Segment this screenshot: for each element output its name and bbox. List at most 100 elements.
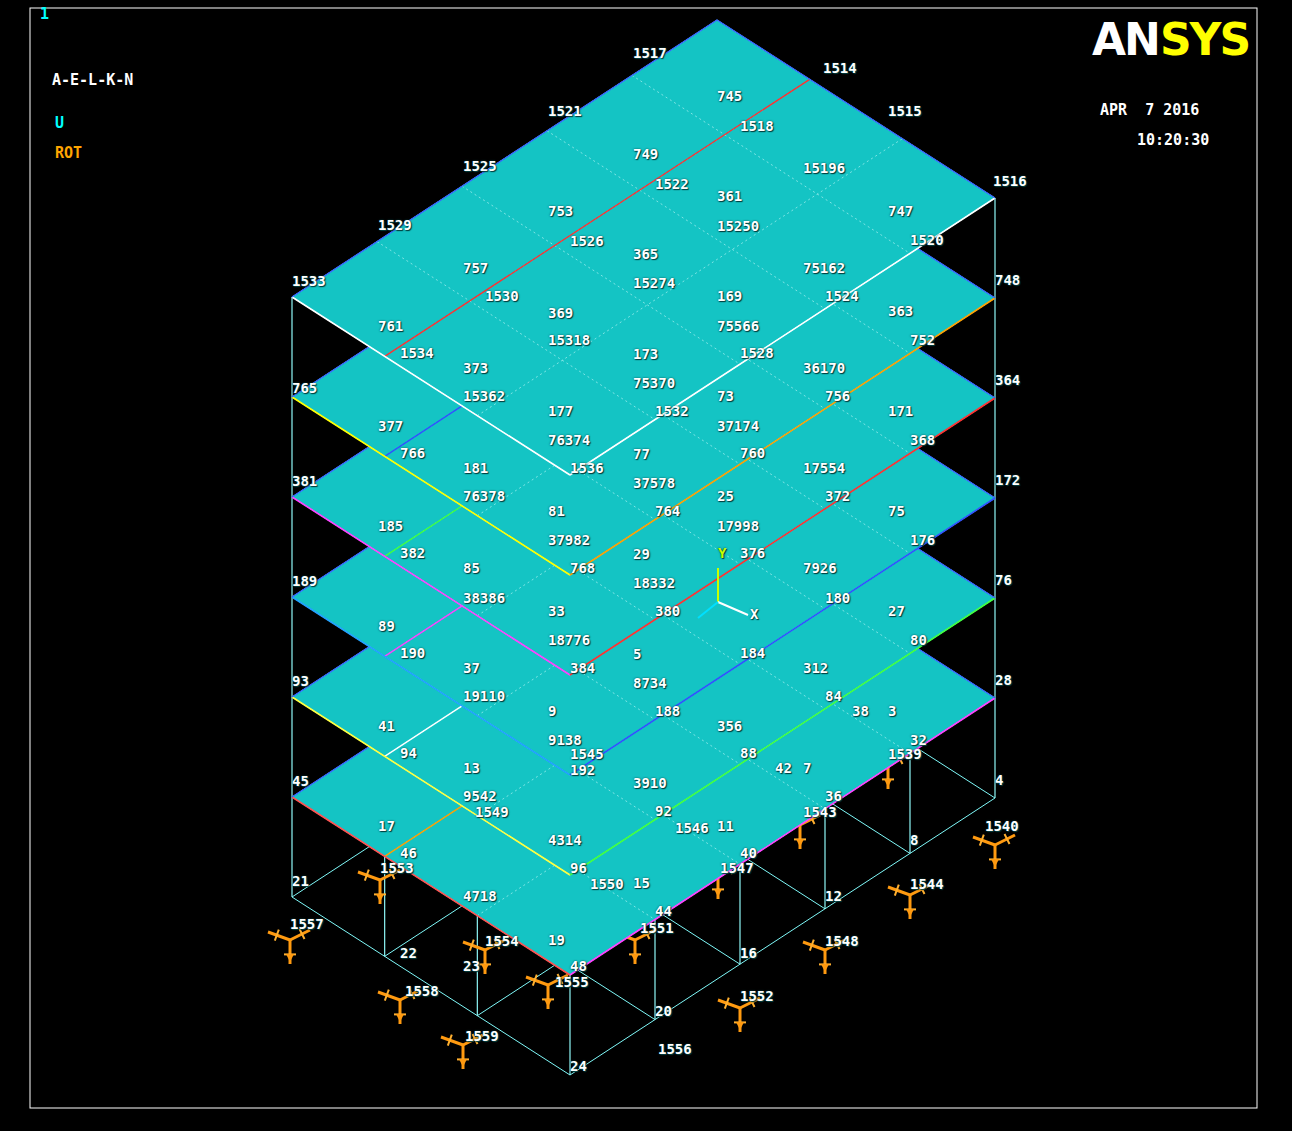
support-tick (385, 990, 389, 1001)
node-number: 1514 (823, 60, 857, 76)
node-number: 1533 (292, 273, 326, 289)
node-number: 38386 (463, 590, 505, 606)
node-number: 757 (463, 260, 488, 276)
support-head (459, 1059, 467, 1067)
node-number: 33 (548, 603, 565, 619)
node-number: 312 (803, 660, 828, 676)
node-number: 189 (292, 573, 317, 589)
node-number: 11 (717, 818, 734, 834)
header-text: A-E-L-K-N (52, 72, 133, 88)
node-number: 1525 (463, 158, 497, 174)
node-number: 1517 (633, 45, 667, 61)
node-number: 176 (910, 532, 935, 548)
node-number: 185 (378, 518, 403, 534)
support-head (906, 909, 914, 917)
node-number: 1548 (825, 933, 859, 949)
support-tick (448, 1035, 452, 1046)
node-number: 32 (910, 732, 927, 748)
node-number: 76 (995, 572, 1012, 588)
support-arm (358, 872, 380, 880)
support-head (991, 859, 999, 867)
node-number: 24 (570, 1058, 587, 1074)
software-logo: AN (1092, 16, 1159, 64)
support-head (821, 964, 829, 972)
node-number: 7 (803, 760, 811, 776)
node-number: 37 (463, 660, 480, 676)
node-number: 15362 (463, 388, 505, 404)
node-number: 23 (463, 958, 480, 974)
support-head (631, 954, 639, 962)
node-number: 94 (400, 745, 417, 761)
node-number: 19 (548, 932, 565, 948)
node-number: 764 (655, 503, 680, 519)
node-number: 7926 (803, 560, 837, 576)
slab-edge (292, 297, 570, 475)
node-number: 3910 (633, 775, 667, 791)
node-number: 768 (570, 560, 595, 576)
node-number: 192 (570, 762, 595, 778)
support-tick (980, 835, 984, 846)
node-number: 760 (740, 445, 765, 461)
support-tick (810, 940, 814, 951)
node-number: 1520 (910, 232, 944, 248)
node-number: 1515 (888, 103, 922, 119)
support-head (796, 839, 804, 847)
node-number: 1545 (570, 746, 604, 762)
node-number: 1544 (910, 876, 944, 892)
support-head (884, 779, 892, 787)
node-number: 81 (548, 503, 565, 519)
node-number: 188 (655, 703, 680, 719)
node-number: 45 (292, 773, 309, 789)
node-number: 1549 (475, 804, 509, 820)
header-text: ROT (55, 145, 82, 161)
node-number: 173 (633, 346, 658, 362)
support-head (376, 894, 384, 902)
node-number: 1526 (570, 233, 604, 249)
node-number: 372 (825, 488, 850, 504)
node-number: 46 (400, 845, 417, 861)
axis-z (698, 602, 718, 618)
node-number: 1516 (993, 173, 1027, 189)
node-number: 18776 (548, 632, 590, 648)
node-number: 15250 (717, 218, 759, 234)
node-number: 93 (292, 673, 309, 689)
node-number: 1546 (675, 820, 709, 836)
axis-x (718, 602, 748, 615)
node-number: 753 (548, 203, 573, 219)
node-number: 75 (888, 503, 905, 519)
node-number: 365 (633, 246, 658, 262)
node-number: 1558 (405, 983, 439, 999)
support-symbol (973, 834, 1015, 869)
node-number: 171 (888, 403, 913, 419)
node-number: 75566 (717, 318, 759, 334)
node-number: 17554 (803, 460, 845, 476)
node-number: 15318 (548, 332, 590, 348)
node-number: 17998 (717, 518, 759, 534)
node-number: 1536 (570, 460, 604, 476)
node-number: 749 (633, 146, 658, 162)
node-number: 1528 (740, 345, 774, 361)
support-arm (718, 1000, 740, 1008)
support-head (481, 964, 489, 972)
node-number: 16 (740, 945, 757, 961)
node-number: 1539 (888, 746, 922, 762)
node-number: 73 (717, 388, 734, 404)
node-number: 25 (717, 488, 734, 504)
node-number: 9542 (463, 788, 497, 804)
node-number: 4718 (463, 888, 497, 904)
node-number: 77 (633, 446, 650, 462)
node-number: 380 (655, 603, 680, 619)
node-number: 177 (548, 403, 573, 419)
node-number: 169 (717, 288, 742, 304)
node-number: 75162 (803, 260, 845, 276)
header-text: APR 7 2016 (1100, 102, 1199, 118)
node-number: 76374 (548, 432, 590, 448)
node-number: 5 (633, 646, 641, 662)
node-number: 180 (825, 590, 850, 606)
node-number: 76378 (463, 488, 505, 504)
node-number: 18332 (633, 575, 675, 591)
node-number: 1556 (658, 1041, 692, 1057)
node-number: 4314 (548, 832, 582, 848)
support-tick (275, 930, 279, 941)
